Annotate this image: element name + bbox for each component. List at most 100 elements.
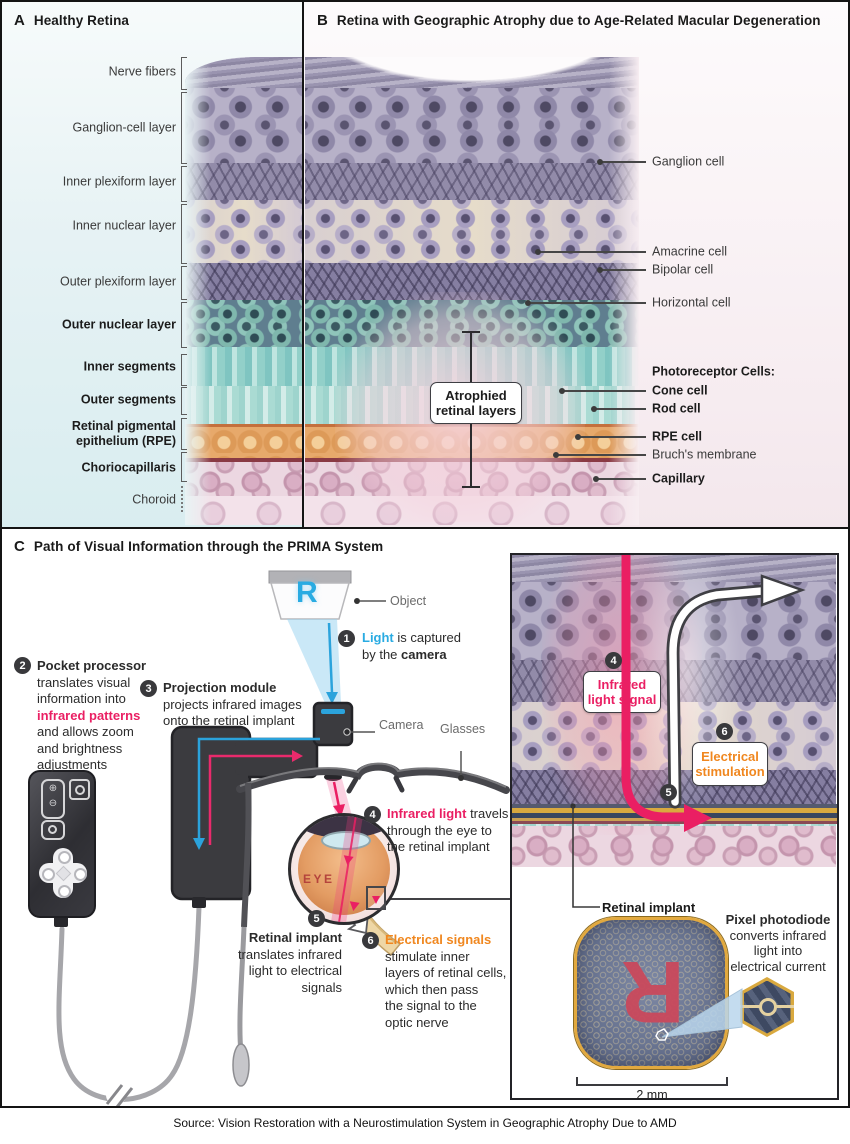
retinal-implant-label: Retinal implant	[602, 900, 696, 915]
panel-c-header: C Path of Visual Information through the…	[14, 538, 383, 555]
pocket-processor-device: ⊕⊖	[28, 770, 96, 918]
glasses-label: Glasses	[440, 722, 486, 736]
pixel-highlight-hex	[655, 1028, 669, 1041]
step-4-badge: 4	[364, 806, 381, 823]
layer-label: Ganglion-cell layer	[72, 120, 176, 135]
scale-bar	[576, 1077, 728, 1086]
step-2-badge: 2	[14, 657, 31, 674]
leader-line	[578, 436, 646, 438]
leader-dot	[535, 249, 541, 255]
layer-label: Inner segments	[83, 359, 176, 374]
leader-dot	[559, 388, 565, 394]
infrared-beam	[326, 779, 352, 816]
leader-dot	[525, 300, 531, 306]
power-button	[69, 779, 90, 800]
cell-label: Capillary	[652, 471, 705, 486]
glasses-frame	[236, 762, 510, 794]
atrophy-dip	[305, 57, 639, 175]
layer-bracket	[181, 418, 187, 450]
cell-label: Bipolar cell	[652, 262, 714, 277]
temple-tip	[232, 1043, 250, 1087]
eye-label: EYE	[303, 872, 335, 886]
healthy-retina-illustration	[185, 57, 303, 525]
panel-c-drawing	[56, 570, 512, 1107]
layer-label: Outer nuclear layer	[62, 317, 176, 332]
electrical-arrow-outline	[666, 584, 769, 809]
cell-label: Cone cell	[652, 383, 708, 398]
layer-label: Inner nuclear layer	[72, 218, 176, 233]
cell-label: RPE cell	[652, 429, 703, 444]
cell-label: Bruch's membrane	[652, 447, 757, 462]
atrophy-measure-line	[470, 332, 472, 382]
mode-button	[41, 820, 65, 840]
layer-bracket	[181, 166, 187, 202]
zoom-buttons: ⊕⊖	[41, 779, 65, 819]
layer-bracket	[181, 452, 187, 482]
layer-bracket	[181, 204, 187, 264]
implant-position-marker	[366, 886, 386, 910]
leader-line	[596, 478, 646, 480]
electrical-stimulation-box: Electrical stimulation	[692, 742, 768, 786]
pixel-photodiode-icon	[740, 977, 794, 1037]
inner-nuclear-art	[305, 200, 639, 263]
panel-a-letter: A	[14, 12, 25, 29]
panel-b-title: Retina with Geographic Atrophy due to Ag…	[336, 13, 821, 28]
layer-bracket	[181, 266, 187, 300]
inset-step-5-badge: 5	[660, 784, 677, 801]
panel-b-header: B Retina with Geographic Atrophy due to …	[317, 12, 842, 29]
dpad-control	[39, 848, 87, 898]
photodiode-magnifier-wedge	[661, 988, 743, 1038]
atrophied-layers-note: Atrophied retinal layers	[430, 382, 522, 424]
retina-closeup-inset: 4 Infrared light signal 6 Electrical sti…	[510, 553, 839, 1102]
source-caption: Source: Vision Restoration with a Neuros…	[173, 1116, 677, 1130]
cell-label: Amacrine cell	[652, 244, 728, 259]
camera-lens-slit	[321, 709, 345, 714]
leader-line	[528, 302, 646, 304]
step-5-badge: 5	[308, 910, 325, 927]
camera-signal-arrow	[197, 737, 320, 840]
retinal-implant-chip: R	[574, 917, 728, 1069]
step-1-badge: 1	[338, 630, 355, 647]
inset-step-6-badge: 6	[716, 723, 733, 740]
object-label: Object	[390, 594, 427, 608]
leader-line	[594, 408, 646, 410]
eye-lens	[321, 831, 371, 850]
step-3-badge: 3	[140, 680, 157, 697]
layer-bracket	[181, 486, 187, 512]
atrophy-measure-cap	[462, 486, 480, 488]
object-screen	[270, 582, 350, 620]
layer-bracket	[181, 57, 187, 90]
layer-label: Choroid	[132, 492, 176, 507]
layer-bracket	[181, 92, 187, 164]
cell-label: Rod cell	[652, 401, 701, 416]
step-5-text: Retinal implant translates infrared ligh…	[237, 930, 342, 995]
layer-label: Nerve fibers	[108, 64, 176, 79]
step-3-text: Projection module projects infrared imag…	[163, 680, 302, 728]
beam-arrowhead	[348, 901, 360, 912]
leader-dot	[575, 434, 581, 440]
layer-bracket	[181, 354, 187, 386]
layer-label: Inner plexiform layer	[62, 174, 176, 189]
leader-dot	[593, 476, 599, 482]
bruchs-membrane-art	[185, 458, 303, 462]
step-1-text: Light is captured by the camera	[362, 630, 461, 662]
panel-a-title: Healthy Retina	[33, 13, 130, 28]
electrical-arrow	[669, 587, 766, 806]
atrophy-measure-line	[470, 422, 472, 486]
camera-label: Camera	[379, 718, 424, 732]
art-fade	[185, 57, 211, 525]
art-fade	[609, 57, 639, 525]
leader-line	[600, 269, 646, 271]
layer-label: Outer segments	[80, 392, 176, 407]
panel-c-letter: C	[14, 538, 25, 555]
leader-line	[600, 161, 646, 163]
layer-label: Choriocapillaris	[81, 460, 176, 475]
inset-drawing	[512, 555, 837, 1041]
step-4-text: Infrared light travels through the eye t…	[387, 806, 509, 854]
atrophic-retina-illustration	[305, 57, 639, 525]
panel-c-title: Path of Visual Information through the P…	[33, 539, 384, 554]
cell-label: Photoreceptor Cells:	[652, 364, 775, 379]
layer-bracket	[181, 302, 187, 348]
layer-label: Retinal pigmental epithelium (RPE)	[71, 419, 176, 448]
panel-b-letter: B	[317, 12, 328, 29]
